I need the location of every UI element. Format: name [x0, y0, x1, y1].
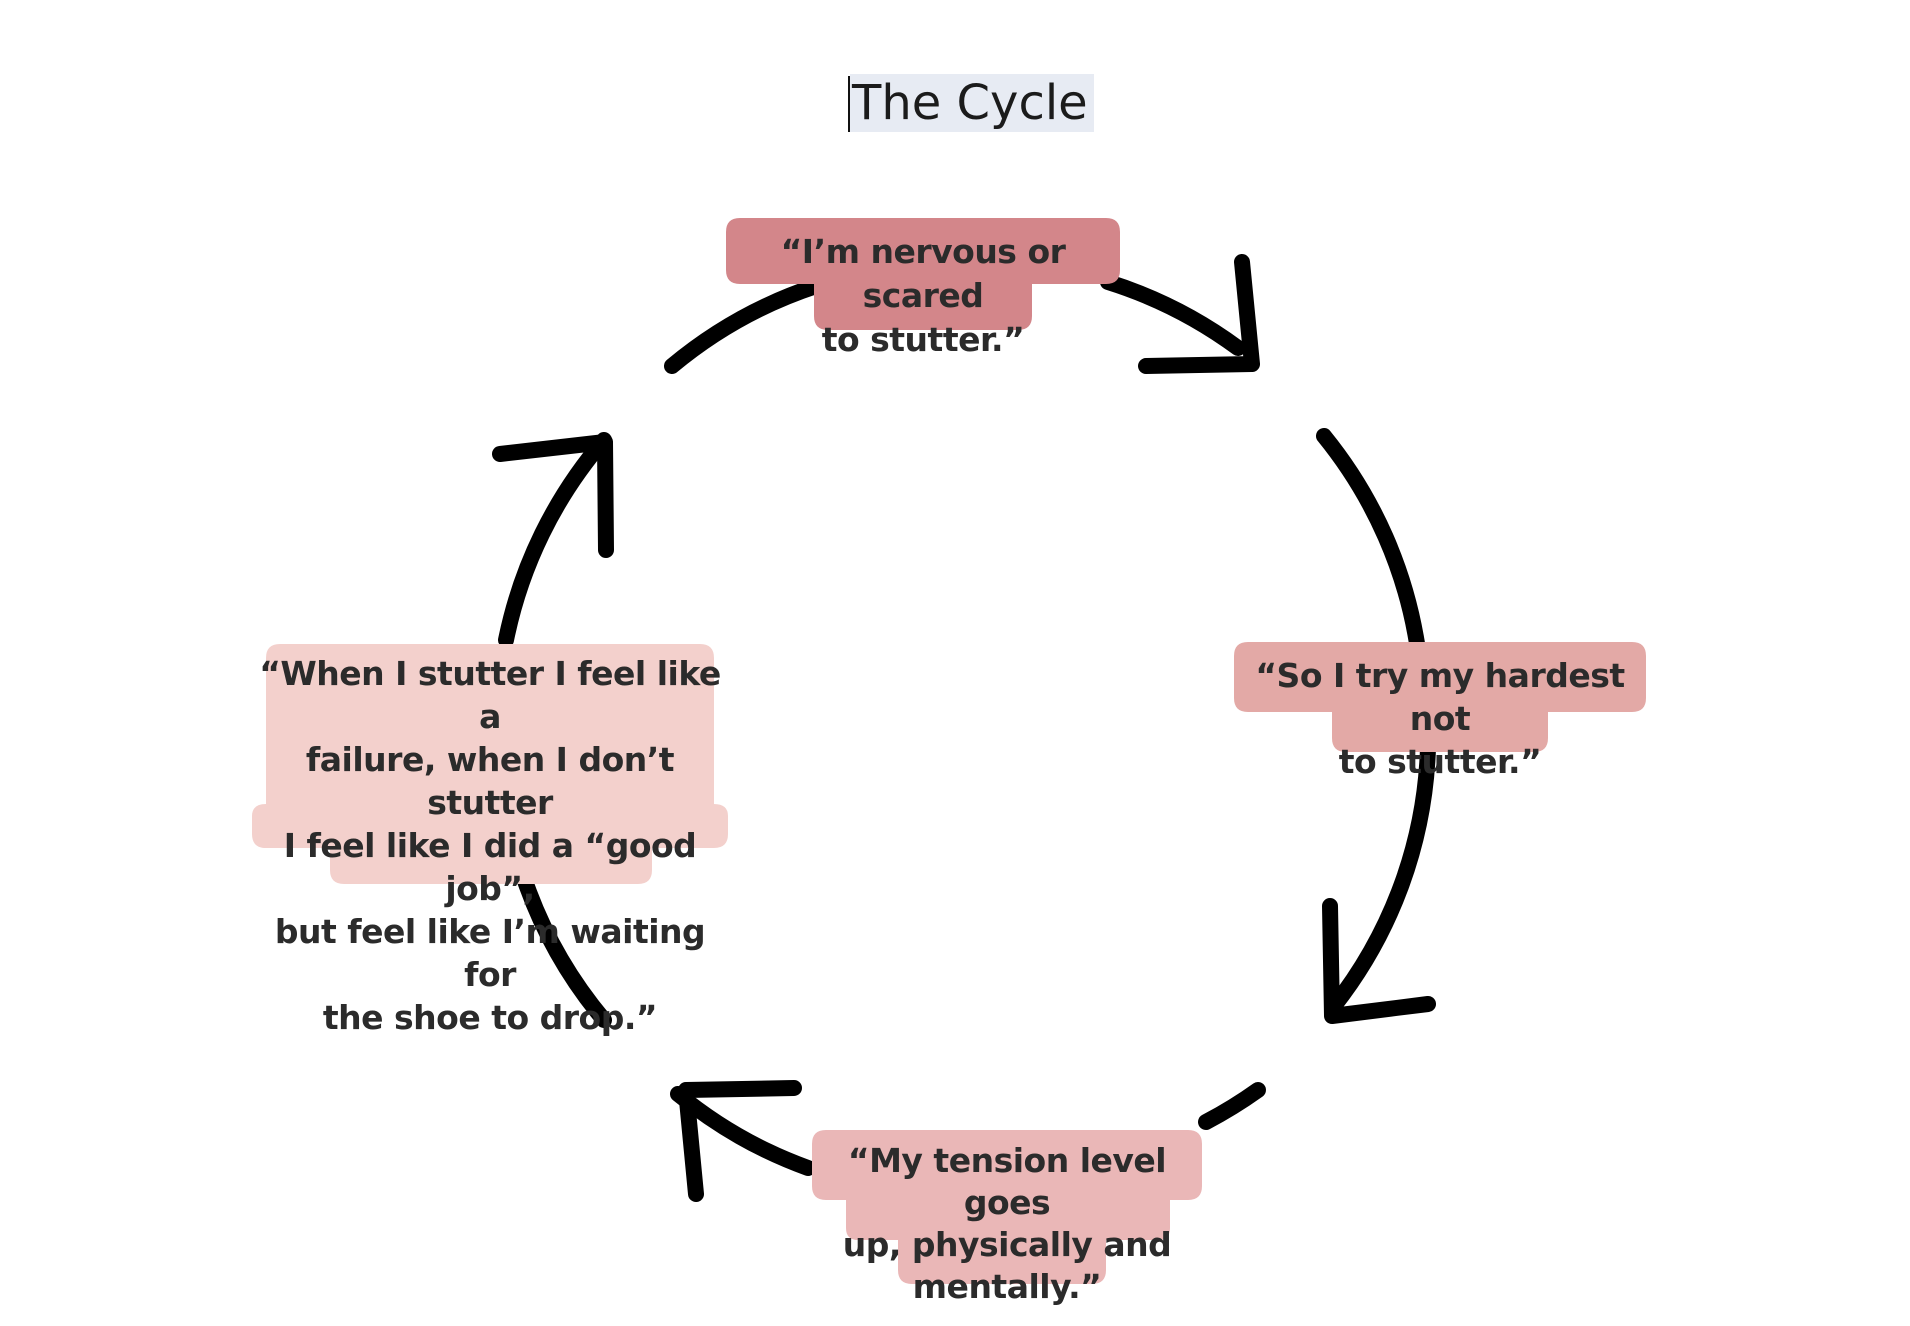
node-bubble-shape: [812, 1130, 1202, 1284]
node-text: “I’m nervous or scared to stutter.”: [780, 232, 1066, 359]
node-bubble-shape: [1234, 642, 1646, 752]
arrowhead-icon: [1322, 898, 1436, 1024]
node-text: “So I try my hardest not to stutter.”: [1255, 656, 1625, 781]
arc-right-upper: [1316, 428, 1426, 658]
document-title[interactable]: The Cycle: [850, 74, 1094, 132]
node-bubble: [252, 644, 728, 884]
node-bubble: [726, 218, 1120, 330]
arc-bottom-right: [1198, 1082, 1266, 1130]
arc-top-right: [1100, 274, 1246, 356]
cycle-node-tension: “My tension level goes up, physically an…: [812, 1130, 1202, 1306]
cycle-node-try-hardest: “So I try my hardest not to stutter.”: [1234, 642, 1646, 781]
arrowhead-icon: [1138, 254, 1260, 374]
cycle-node-nervous: “I’m nervous or scared to stutter.”: [726, 218, 1120, 359]
text-cursor: [848, 76, 851, 132]
arrowhead-icon: [678, 1080, 802, 1202]
node-text: “When I stutter I feel like a failure, w…: [259, 654, 721, 1037]
cycle-node-feel-failure: “When I stutter I feel like a failure, w…: [252, 644, 728, 1037]
arc-left-upper: [498, 432, 612, 648]
arc-top-left: [664, 278, 824, 374]
node-text: “My tension level goes up, physically an…: [842, 1141, 1172, 1306]
node-bubble: [1234, 642, 1646, 752]
node-bubble-shape: [726, 218, 1120, 330]
node-bubble: [812, 1130, 1202, 1284]
arrowhead-icon: [492, 434, 614, 558]
node-bubble-shape: [252, 644, 728, 884]
arc-left-lower: [516, 870, 612, 1028]
arc-right-lower: [1326, 740, 1436, 1014]
